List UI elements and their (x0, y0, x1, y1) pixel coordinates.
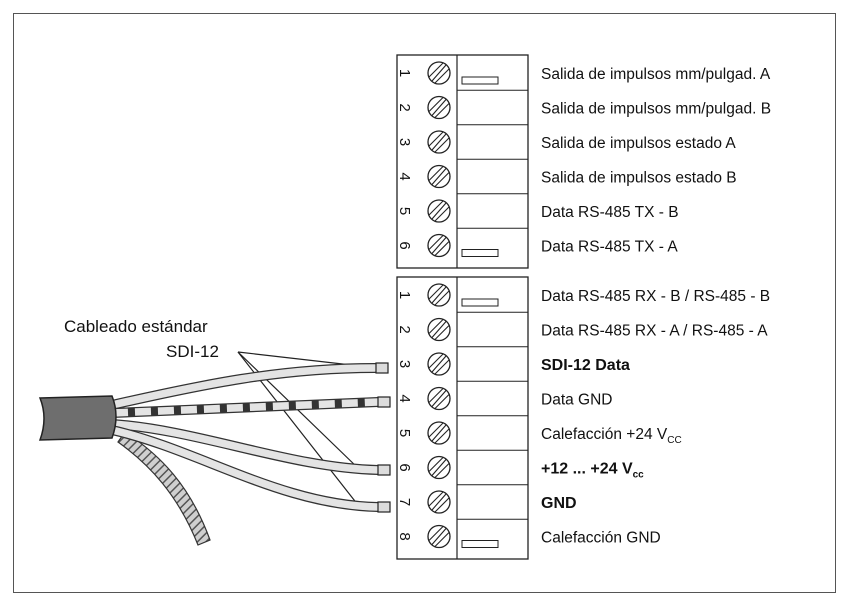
contact-tab (461, 540, 499, 548)
terminal-label: SDI-12 Data (541, 357, 630, 374)
contact-tab (461, 249, 499, 257)
terminal-number: 5 (396, 429, 413, 437)
terminal-number: 8 (396, 532, 413, 540)
terminal-label: Data GND (541, 392, 613, 409)
terminal-lower-7: 7 GND (396, 484, 577, 514)
terminal-number: 1 (396, 291, 413, 299)
terminal-number: 4 (396, 172, 413, 180)
terminal-lower-8: 8 Calefacción GND (396, 518, 661, 549)
terminal-upper-5: 5 Data RS-485 TX - B (396, 193, 679, 223)
terminal-lower-5: 5 Calefacción +24 VCC (396, 415, 682, 446)
terminal-number: 3 (396, 360, 413, 368)
terminal-label: Calefacción +24 VCC (541, 426, 682, 446)
cable-label-line1: Cableado estándar (64, 317, 208, 336)
terminal-upper-3: 3 Salida de impulsos estado A (396, 124, 736, 154)
wire-data-gnd (111, 397, 379, 418)
terminal-upper-1: 1 Salida de impulsos mm/pulgad. A (396, 61, 771, 85)
terminal-label: Data RS-485 TX - A (541, 239, 678, 256)
terminal-label: Salida de impulsos mm/pulgad. B (541, 101, 771, 118)
terminal-label: Salida de impulsos estado A (541, 135, 736, 152)
terminal-number: 7 (396, 498, 413, 506)
ferrules (375, 362, 391, 513)
terminal-label: Data RS-485 RX - A / RS-485 - A (541, 323, 768, 340)
terminal-lower-1: 1 Data RS-485 RX - B / RS-485 - B (396, 283, 770, 307)
wire-sdi12-data (107, 363, 380, 410)
contact-tab (461, 76, 499, 85)
terminal-lower-2: 2 Data RS-485 RX - A / RS-485 - A (396, 311, 768, 342)
upper-block-housing (396, 54, 529, 269)
wire-gnd (107, 425, 383, 512)
terminal-label: Data RS-485 TX - B (541, 204, 679, 221)
lower-block: 1 Data RS-485 RX - B / RS-485 - B 2 Data RS… (396, 276, 770, 560)
wire-supply (107, 419, 383, 475)
diagram-frame (13, 13, 836, 593)
shield-wire (117, 431, 211, 546)
terminal-number: 4 (396, 394, 413, 402)
terminal-label: Salida de impulsos mm/pulgad. A (541, 66, 771, 83)
terminal-label: Data RS-485 RX - B / RS-485 - B (541, 288, 770, 305)
terminal-lower-3: 3 SDI-12 Data (396, 346, 630, 376)
terminal-number: 3 (396, 138, 413, 146)
terminal-number: 6 (396, 241, 413, 249)
terminal-upper-2: 2 Salida de impulsos mm/pulgad. B (396, 89, 771, 120)
terminal-label: Salida de impulsos estado B (541, 170, 737, 187)
terminal-label: +12 ... +24 Vcc (541, 461, 644, 481)
terminal-number: 2 (396, 103, 413, 111)
lower-block-housing (396, 276, 529, 560)
terminal-upper-4: 4 Salida de impulsos estado B (396, 158, 737, 189)
terminal-number: 5 (396, 207, 413, 215)
terminal-upper-6: 6 Data RS-485 TX - A (396, 227, 678, 258)
terminal-number: 2 (396, 325, 413, 333)
terminal-label: GND (541, 495, 577, 512)
terminal-number: 6 (396, 463, 413, 471)
contact-tab (461, 298, 499, 307)
cable-label-line2: SDI-12 (166, 342, 219, 361)
terminal-lower-6: 6 +12 ... +24 Vcc (396, 449, 644, 481)
cable-jacket (38, 395, 117, 441)
terminal-lower-4: 4 Data GND (396, 380, 613, 411)
terminal-number: 1 (396, 69, 413, 77)
terminal-label: Calefacción GND (541, 530, 661, 547)
